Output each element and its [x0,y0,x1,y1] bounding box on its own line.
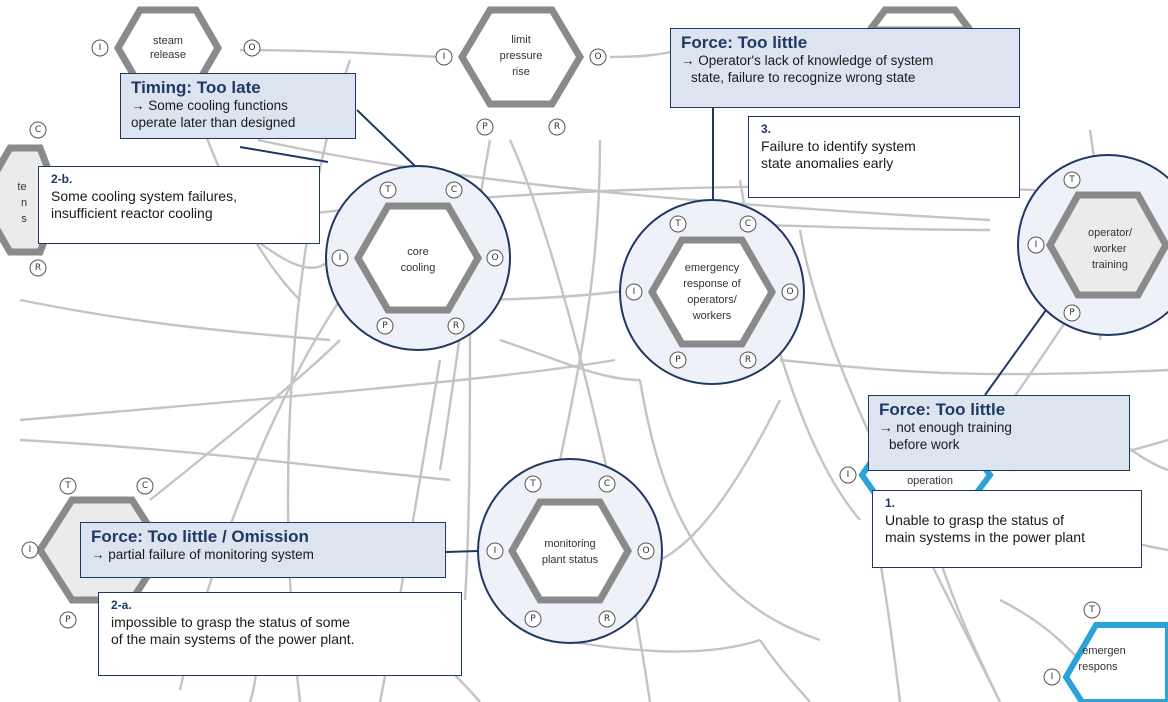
callout-line: → Operator's lack of knowledge of system [681,53,934,69]
callout-title: Timing: Too late [131,78,261,97]
svg-text:P: P [675,355,681,365]
svg-text:I: I [847,470,850,480]
svg-text:O: O [594,52,601,62]
svg-text:T: T [529,479,536,489]
callout-title: Force: Too little [681,33,808,52]
svg-text:T: T [674,219,681,229]
description-number: 1. [885,496,896,510]
svg-text:P: P [65,615,71,625]
svg-text:T: T [384,185,391,195]
svg-text:O: O [248,43,255,53]
description-3: 3. Failure to identify system state anom… [748,116,1020,198]
description-2a: 2-a. impossible to grasp the status of s… [98,592,462,676]
callout-force-too-little-operator: Force: Too little → Operator's lack of k… [670,28,1020,108]
callout-line: state, failure to recognize wrong state [691,69,916,85]
svg-text:C: C [142,481,148,491]
description-line: Some cooling system failures, [51,188,237,205]
svg-text:I: I [1051,672,1054,682]
svg-text:R: R [745,355,751,365]
svg-text:C: C [745,219,751,229]
callout-line: operate later than designed [131,114,296,130]
description-number: 3. [761,122,772,136]
callout-line: → partial failure of monitoring system [91,547,314,563]
svg-text:I: I [339,253,342,263]
description-line: Failure to identify system [761,138,916,155]
description-number: 2-a. [111,598,132,612]
svg-text:I: I [633,287,636,297]
callout-title: Force: Too little [879,400,1006,419]
svg-text:I: I [29,545,32,555]
description-2b: 2-b. Some cooling system failures, insuf… [38,166,320,244]
callout-force-omission: Force: Too little / Omission → partial f… [80,522,446,578]
svg-text:O: O [642,546,649,556]
callout-title: Force: Too little / Omission [91,527,309,546]
svg-text:C: C [604,479,610,489]
svg-text:P: P [1069,308,1075,318]
svg-text:C: C [451,185,457,195]
description-line: impossible to grasp the status of some [111,614,350,631]
function-top-partial [863,6,977,34]
callout-line: → Some cooling functions [131,98,288,114]
description-line: of the main systems of the power plant. [111,631,355,648]
svg-text:T: T [1068,175,1075,185]
callout-line: → not enough training [879,420,1012,436]
svg-text:R: R [453,321,459,331]
svg-text:C: C [35,125,41,135]
svg-text:P: P [530,614,536,624]
callout-timing-too-late: Timing: Too late → Some cooling function… [120,73,356,139]
description-line: insufficient reactor cooling [51,205,213,222]
svg-text:operation: operation [907,475,953,487]
svg-text:P: P [382,321,388,331]
svg-text:I: I [1035,240,1038,250]
svg-text:T: T [1088,605,1095,615]
svg-text:I: I [99,43,102,53]
description-line: main systems in the power plant [885,529,1085,546]
svg-text:I: I [494,546,497,556]
svg-text:P: P [482,122,488,132]
description-line: Unable to grasp the status of [885,512,1064,529]
svg-text:O: O [491,253,498,263]
callout-leaders [239,108,1047,553]
description-line: state anomalies early [761,155,894,172]
svg-text:I: I [443,52,446,62]
callout-force-too-little-training: Force: Too little → not enough training … [868,395,1130,471]
svg-text:R: R [554,122,560,132]
description-number: 2-b. [51,172,73,186]
svg-text:T: T [64,481,71,491]
callout-line: before work [889,436,960,452]
description-1: 1. Unable to grasp the status of main sy… [872,490,1142,568]
svg-text:O: O [786,287,793,297]
svg-text:R: R [604,614,610,624]
svg-text:R: R [35,263,41,273]
